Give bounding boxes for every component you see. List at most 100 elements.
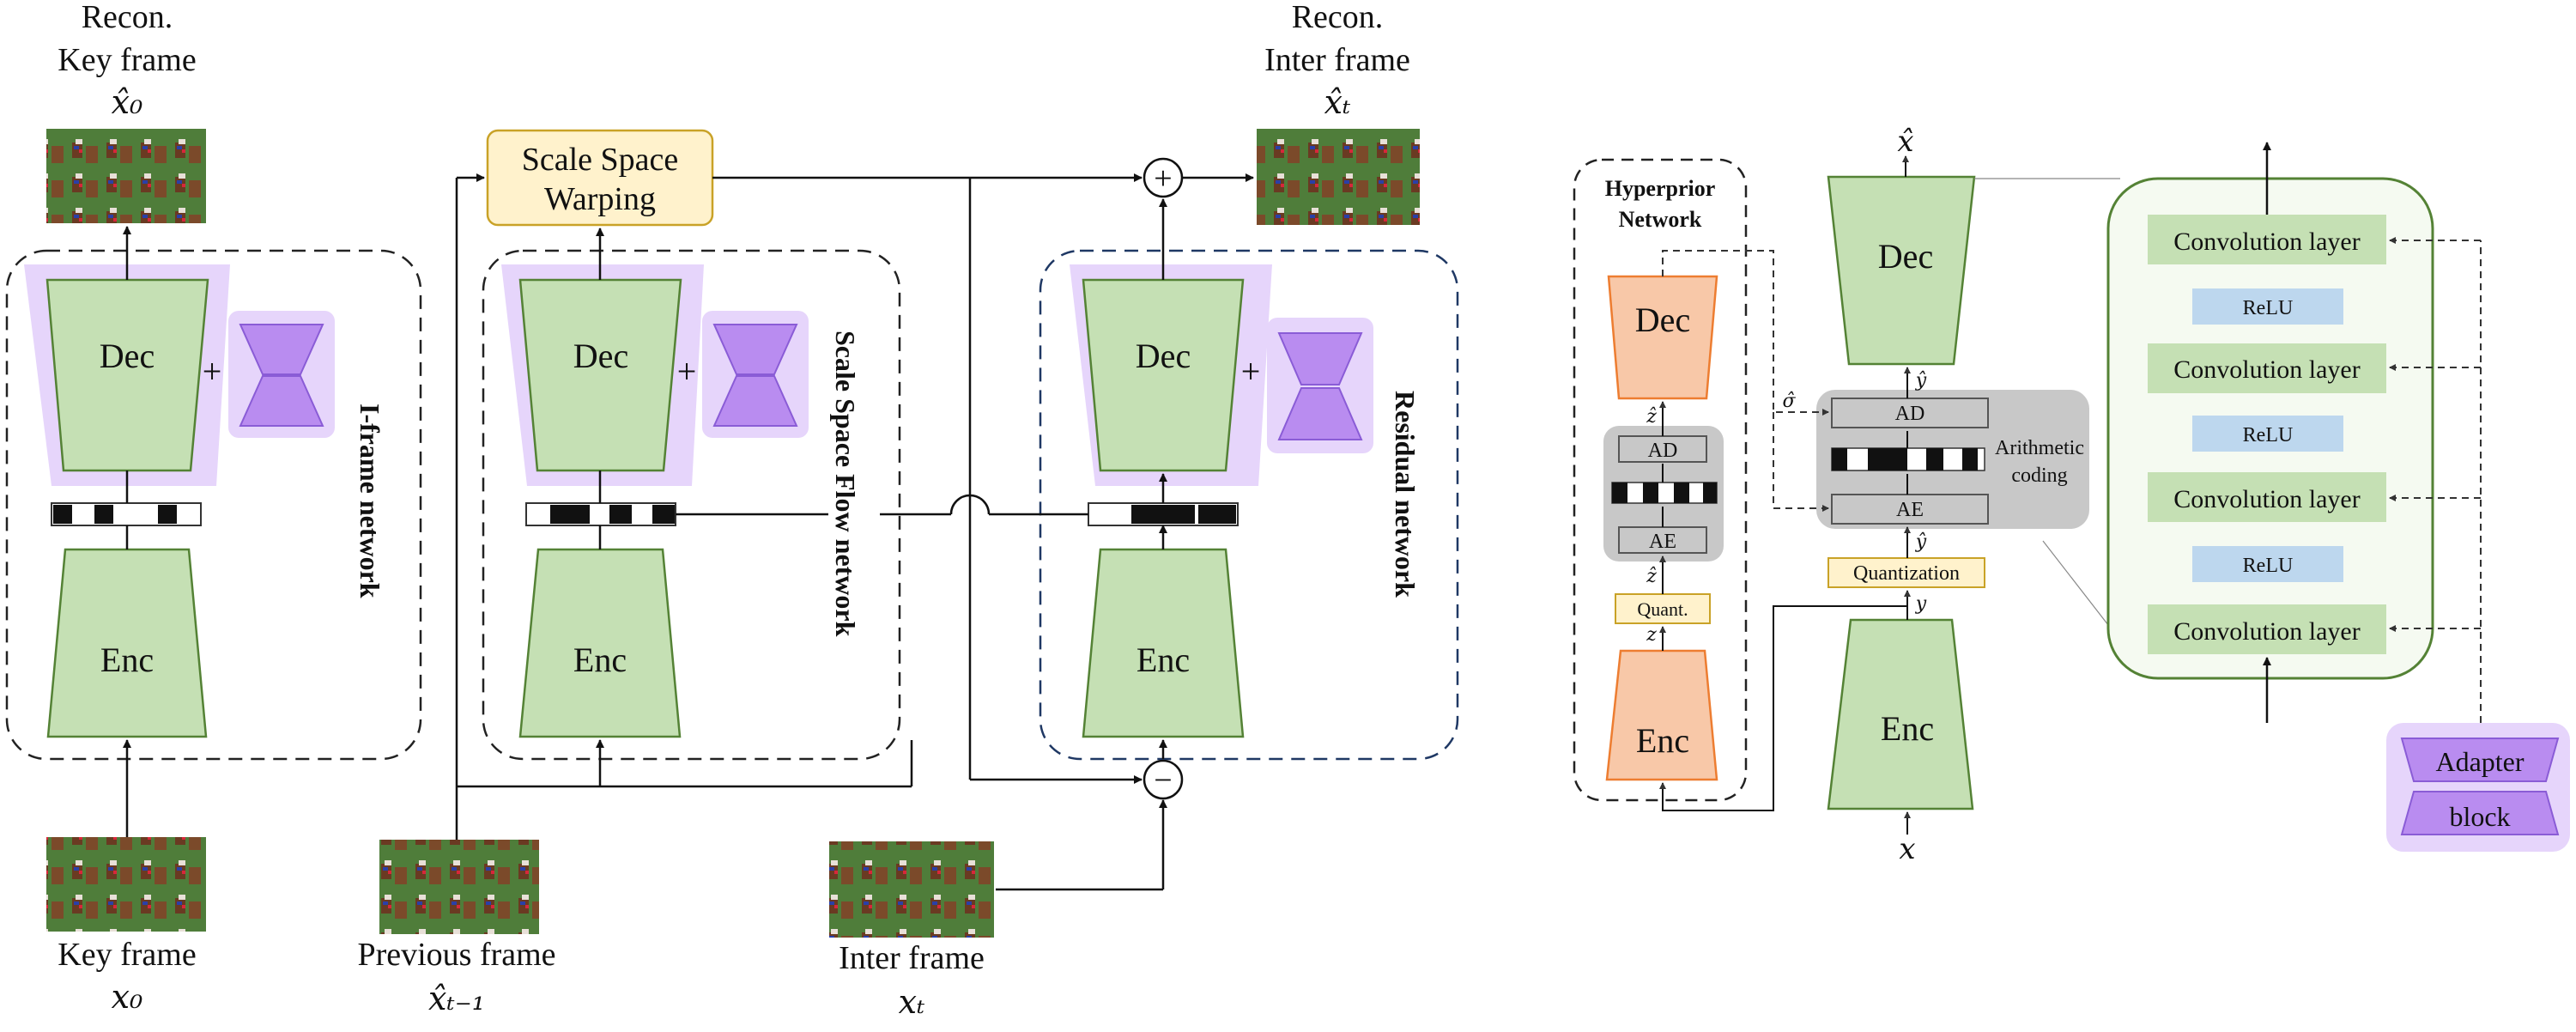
ssf-encoder xyxy=(518,548,682,738)
recon-key-frame-line2: Key frame xyxy=(58,42,196,78)
hyperprior-quant-label: Quant. xyxy=(1637,598,1688,620)
main-dec-label: Dec xyxy=(1878,237,1933,276)
main-ae-label: AE xyxy=(1896,499,1924,521)
main-y-hat-top-label: ŷ xyxy=(1915,370,1927,392)
i-frame-decoder xyxy=(45,278,209,472)
conv-layer-4 xyxy=(2148,604,2386,654)
recon-inter-frame-line2: Inter frame xyxy=(1264,42,1410,78)
key-frame-symbol: x₀ xyxy=(112,978,143,1016)
hyperprior-z-label: z xyxy=(1646,624,1657,646)
quantization-label: Quantization xyxy=(1853,562,1960,585)
quantization-box xyxy=(1827,557,1985,588)
residual-decoder xyxy=(1082,278,1245,472)
adapter-top-shape xyxy=(2400,738,2560,782)
key-frame-label: Key frame xyxy=(58,937,196,973)
main-y-hat-bottom-label: ŷ xyxy=(1915,531,1927,553)
inter-frame-image xyxy=(829,841,994,938)
previous-frame-symbol: x̂ₜ₋₁ xyxy=(428,980,485,1017)
arithmetic-coding-line1: Arithmetic xyxy=(1995,437,2084,459)
conv-layer-4-label: Convolution layer xyxy=(2173,617,2360,646)
residual-network-box xyxy=(1039,249,1459,761)
add-node xyxy=(1143,157,1184,198)
hyperprior-z-hat-label: ẑ xyxy=(1646,406,1657,428)
hyperprior-ae-label: AE xyxy=(1649,531,1676,553)
conv-layer-2 xyxy=(2148,343,2386,393)
recon-inter-frame-image xyxy=(1257,129,1420,225)
hyperprior-bitstream xyxy=(1611,482,1718,504)
i-frame-encoder xyxy=(46,548,208,738)
main-decoder xyxy=(1827,175,1976,366)
residual-enc-label: Enc xyxy=(1136,640,1190,679)
hyperprior-ad-label: AD xyxy=(1648,440,1678,462)
hyperprior-z-hat-lower-label: ẑ xyxy=(1646,566,1657,587)
main-y-label: y xyxy=(1915,593,1927,615)
i-frame-plus-sign: + xyxy=(203,352,222,391)
main-bitstream xyxy=(1831,447,1985,471)
main-enc-label: Enc xyxy=(1881,709,1934,748)
relu-2-label: ReLU xyxy=(2243,424,2294,446)
hyperprior-enc-label: Enc xyxy=(1636,721,1689,760)
main-encoder xyxy=(1827,618,1974,810)
add-node-symbol: + xyxy=(1154,161,1172,197)
main-x-hat-label: x̂ xyxy=(1897,124,1913,159)
relu-1 xyxy=(2192,288,2343,325)
hyperprior-title-line2: Network xyxy=(1619,207,1702,232)
residual-network-label: Residual network xyxy=(1390,391,1421,598)
previous-frame-image xyxy=(379,840,539,934)
hyperprior-encoder xyxy=(1605,649,1718,781)
decoder-detail-layers: Convolution layer ReLU Convolution layer… xyxy=(2148,215,2386,654)
main-x-label: x xyxy=(1899,832,1915,866)
i-frame-bitstream xyxy=(51,502,202,526)
conv-layer-3-label: Convolution layer xyxy=(2173,485,2360,513)
recon-inter-frame-line1: Recon. xyxy=(1292,0,1384,35)
adapter-line1: Adapter xyxy=(2435,746,2524,777)
main-connections xyxy=(1659,155,1911,835)
scale-space-warping-line2: Warping xyxy=(544,181,656,217)
main-sigma-hat-label: σ̂ xyxy=(1782,391,1796,412)
ssf-decoder xyxy=(518,278,682,472)
residual-encoder xyxy=(1082,548,1245,738)
residual-dec-label: Dec xyxy=(1136,337,1191,375)
recon-key-frame-image xyxy=(46,129,206,223)
recon-key-frame-symbol: x̂₀ xyxy=(112,83,143,121)
i-frame-adapter xyxy=(228,311,335,438)
recon-key-frame-line1: Recon. xyxy=(82,0,173,35)
inter-frame-symbol: xₜ xyxy=(899,983,925,1021)
residual-plus-sign: + xyxy=(1241,352,1261,391)
ssf-adapter xyxy=(702,311,809,438)
conv-layer-3 xyxy=(2148,472,2386,522)
sigma-connections xyxy=(1662,250,1829,512)
recon-inter-frame-symbol: x̂ₜ xyxy=(1324,83,1351,121)
i-frame-network-label: I-frame network xyxy=(355,404,385,598)
adapter-connections xyxy=(2389,237,2482,723)
i-frame-network-box xyxy=(5,249,422,761)
ssf-plus-sign: + xyxy=(677,352,697,391)
subtract-node xyxy=(1143,759,1184,800)
relu-3 xyxy=(2192,546,2343,582)
hyperprior-dec-label: Dec xyxy=(1635,300,1690,339)
hyperprior-title-line1: Hyperprior xyxy=(1605,176,1716,201)
inter-frame-label: Inter frame xyxy=(839,940,985,976)
conv-layer-2-label: Convolution layer xyxy=(2173,355,2360,384)
conv-layer-1 xyxy=(2148,215,2386,264)
ssf-dec-label: Dec xyxy=(573,337,628,375)
relu-2 xyxy=(2192,416,2343,452)
key-frame-image xyxy=(46,837,206,932)
ssf-enc-label: Enc xyxy=(573,640,627,679)
residual-bitstream xyxy=(1088,502,1239,526)
subtract-node-symbol: − xyxy=(1154,762,1172,798)
previous-frame-label: Previous frame xyxy=(357,937,555,973)
scale-space-flow-network-label: Scale Space Flow network xyxy=(830,331,861,637)
relu-1-label: ReLU xyxy=(2243,297,2294,319)
main-ad-box xyxy=(1831,398,1989,428)
left-connections xyxy=(123,173,1254,891)
hyperprior-ad-box xyxy=(1618,435,1707,463)
ssf-bitstream xyxy=(525,502,676,526)
i-frame-dec-label: Dec xyxy=(100,337,155,375)
main-ad-label: AD xyxy=(1895,403,1925,425)
adapter-line2: block xyxy=(2449,801,2510,832)
main-ae-box xyxy=(1831,494,1989,525)
scale-space-flow-network-box xyxy=(482,249,901,761)
conv-layer-1-label: Convolution layer xyxy=(2173,228,2360,256)
residual-adapter xyxy=(1267,318,1373,453)
